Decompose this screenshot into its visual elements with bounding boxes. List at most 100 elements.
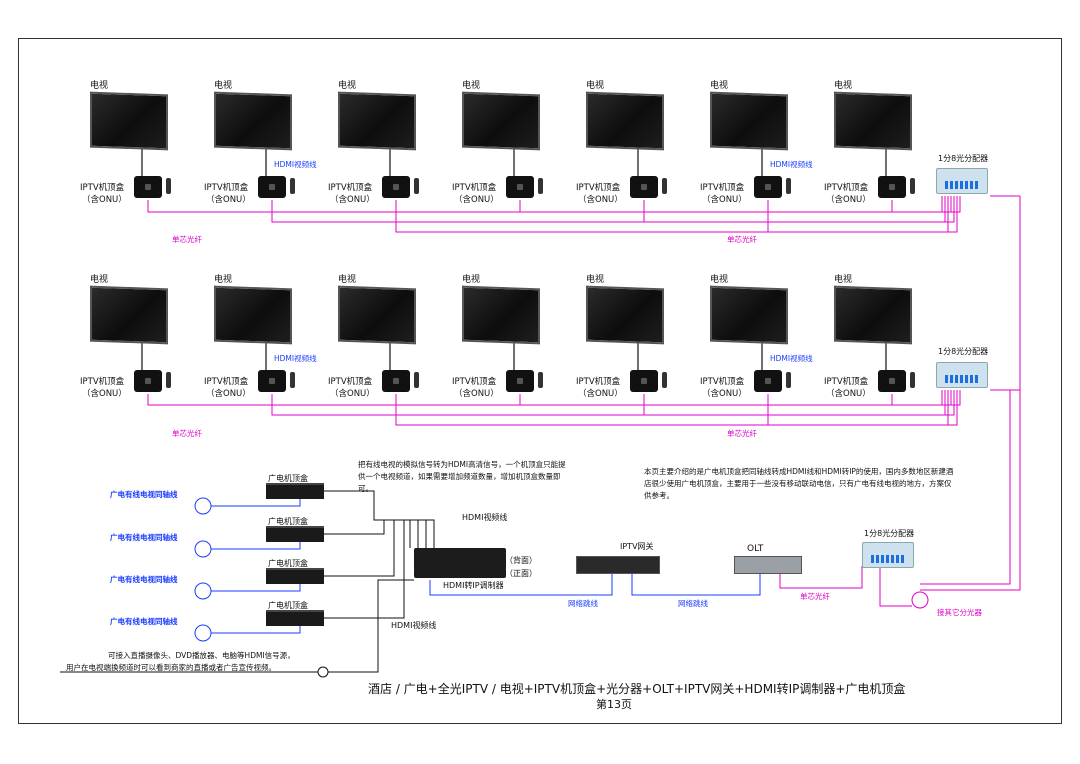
fiber-line-0-0 [147, 196, 943, 213]
note-input-line2: 用户在电视端换频道时可以看到商家的直播或者广告宣传视频。 [66, 663, 276, 672]
hdmi-label-r1-a: HDMI视频线 [274, 160, 317, 169]
coax-line-2 [211, 582, 301, 592]
tv-screen-1-0 [90, 285, 168, 345]
fiber-line-1-3 [519, 390, 952, 406]
stb-onu-label-1-2: （含ONU） [330, 389, 375, 399]
coax-label-2: 广电有线电视同轴线 [110, 533, 178, 542]
encoder-label: HDMI转IP调制器 [443, 581, 504, 590]
fiber-label-r1-right: 单芯光纤 [727, 235, 757, 244]
coax-label-3: 广电有线电视同轴线 [110, 575, 178, 584]
tv-screen-0-1 [214, 91, 292, 151]
cable-box-0 [266, 483, 324, 499]
cable-box-3 [266, 610, 324, 626]
tv-screen-1-2 [338, 285, 416, 345]
stb-label-0-0: IPTV机顶盒 [80, 183, 125, 193]
tv-label-0-0: 电视 [90, 81, 109, 91]
olt-device [734, 556, 802, 574]
coax-line-3 [211, 624, 301, 634]
network-patch-label-1: 网络跳线 [568, 599, 598, 608]
tv-screen-0-5 [710, 91, 788, 151]
fiber-label-r2-right: 单芯光纤 [727, 429, 757, 438]
cable-box-label-2: 广电机顶盒 [268, 517, 308, 526]
fiber-label-r1-left: 单芯光纤 [172, 235, 202, 244]
iptv-stb-0-1 [258, 176, 286, 198]
coax-line-1 [211, 540, 301, 550]
remote-icon-1-5 [786, 372, 791, 388]
fiber-line-0-6 [891, 196, 961, 213]
cable-box-label-3: 广电机顶盒 [268, 559, 308, 568]
splitter-to-other [879, 566, 912, 607]
remote-icon-1-0 [166, 372, 171, 388]
note-input-line1: 可接入直播摄像头、DVD播放器、电脑等HDMI信号源， [108, 651, 295, 660]
network-line-encoder [429, 574, 613, 596]
hdmi-ip-encoder [414, 548, 506, 570]
stb-label-1-1: IPTV机顶盒 [204, 377, 249, 387]
remote-icon-1-6 [910, 372, 915, 388]
iptv-stb-0-3 [506, 176, 534, 198]
coax-circle-1 [194, 540, 212, 558]
remote-icon-0-4 [662, 178, 667, 194]
coax-circle-0 [194, 497, 212, 515]
note-encoder: 把有线电视的模拟信号转为HDMI高清信号，一个机顶盒只能提供一个电视频道，如果需… [358, 460, 566, 493]
splitter-0 [936, 168, 988, 194]
splitter-olt [862, 542, 914, 568]
fiber-line-1-4 [643, 390, 955, 416]
remote-icon-0-6 [910, 178, 915, 194]
remote-icon-0-1 [290, 178, 295, 194]
iptv-stb-0-2 [382, 176, 410, 198]
hdmi-label-r1-b: HDMI视频线 [770, 160, 813, 169]
hdmi-input-line [328, 579, 414, 673]
coax-line-0 [211, 497, 301, 507]
coax-circle-3 [194, 624, 212, 642]
stb-onu-label-0-0: （含ONU） [82, 195, 127, 205]
hdmi-label-input: HDMI视频线 [391, 621, 437, 630]
fiber-label-r2-left: 单芯光纤 [172, 429, 202, 438]
encoder-front-label: （正面） [505, 569, 537, 578]
iptv-stb-1-4 [630, 370, 658, 392]
page-number: 第13页 [596, 698, 632, 711]
tv-label-1-5: 电视 [710, 275, 729, 285]
network-line-gateway [631, 574, 761, 596]
stb-label-1-3: IPTV机顶盒 [452, 377, 497, 387]
tv-label-0-1: 电视 [214, 81, 233, 91]
tv-screen-1-4 [586, 285, 664, 345]
cable-box-1 [266, 526, 324, 542]
remote-icon-0-3 [538, 178, 543, 194]
stb-onu-label-1-6: （含ONU） [826, 389, 871, 399]
hdmi-label-encoder: HDMI视频线 [462, 513, 508, 522]
tv-screen-1-5 [710, 285, 788, 345]
tv-label-1-6: 电视 [834, 275, 853, 285]
coax-label-4: 广电有线电视同轴线 [110, 617, 178, 626]
fiber-line-1-5 [767, 390, 958, 426]
note-page: 本页主要介绍的是广电机顶盒把同轴线转成HDMI线和HDMI转IP的使用，国内多数… [644, 467, 954, 500]
splitter-label-row2: 1分8光分配器 [938, 347, 989, 356]
stb-label-0-2: IPTV机顶盒 [328, 183, 373, 193]
stb-onu-label-1-5: （含ONU） [702, 389, 747, 399]
stb-label-0-4: IPTV机顶盒 [576, 183, 621, 193]
stb-onu-label-0-4: （含ONU） [578, 195, 623, 205]
hdmi-label-r2-a: HDMI视频线 [274, 354, 317, 363]
cable-box-2 [266, 568, 324, 584]
uplink-row1 [920, 196, 1021, 591]
gateway-label: IPTV网关 [620, 542, 654, 551]
stb-onu-label-1-4: （含ONU） [578, 389, 623, 399]
tv-label-1-2: 电视 [338, 275, 357, 285]
tv-label-0-5: 电视 [710, 81, 729, 91]
fiber-line-1-6 [891, 390, 961, 406]
iptv-stb-0-6 [878, 176, 906, 198]
splitter-label-row1: 1分8光分配器 [938, 154, 989, 163]
iptv-stb-1-1 [258, 370, 286, 392]
tv-label-1-4: 电视 [586, 275, 605, 285]
iptv-stb-0-5 [754, 176, 782, 198]
stb-label-0-3: IPTV机顶盒 [452, 183, 497, 193]
remote-icon-1-1 [290, 372, 295, 388]
tv-label-0-4: 电视 [586, 81, 605, 91]
page-frame [18, 38, 1062, 724]
stb-onu-label-0-6: （含ONU） [826, 195, 871, 205]
remote-icon-1-4 [662, 372, 667, 388]
stb-onu-label-0-3: （含ONU） [454, 195, 499, 205]
fiber-line-1-0 [147, 390, 943, 406]
hdmi-to-encoder-2 [324, 519, 427, 577]
iptv-gateway [576, 556, 660, 574]
tv-screen-1-6 [834, 285, 912, 345]
